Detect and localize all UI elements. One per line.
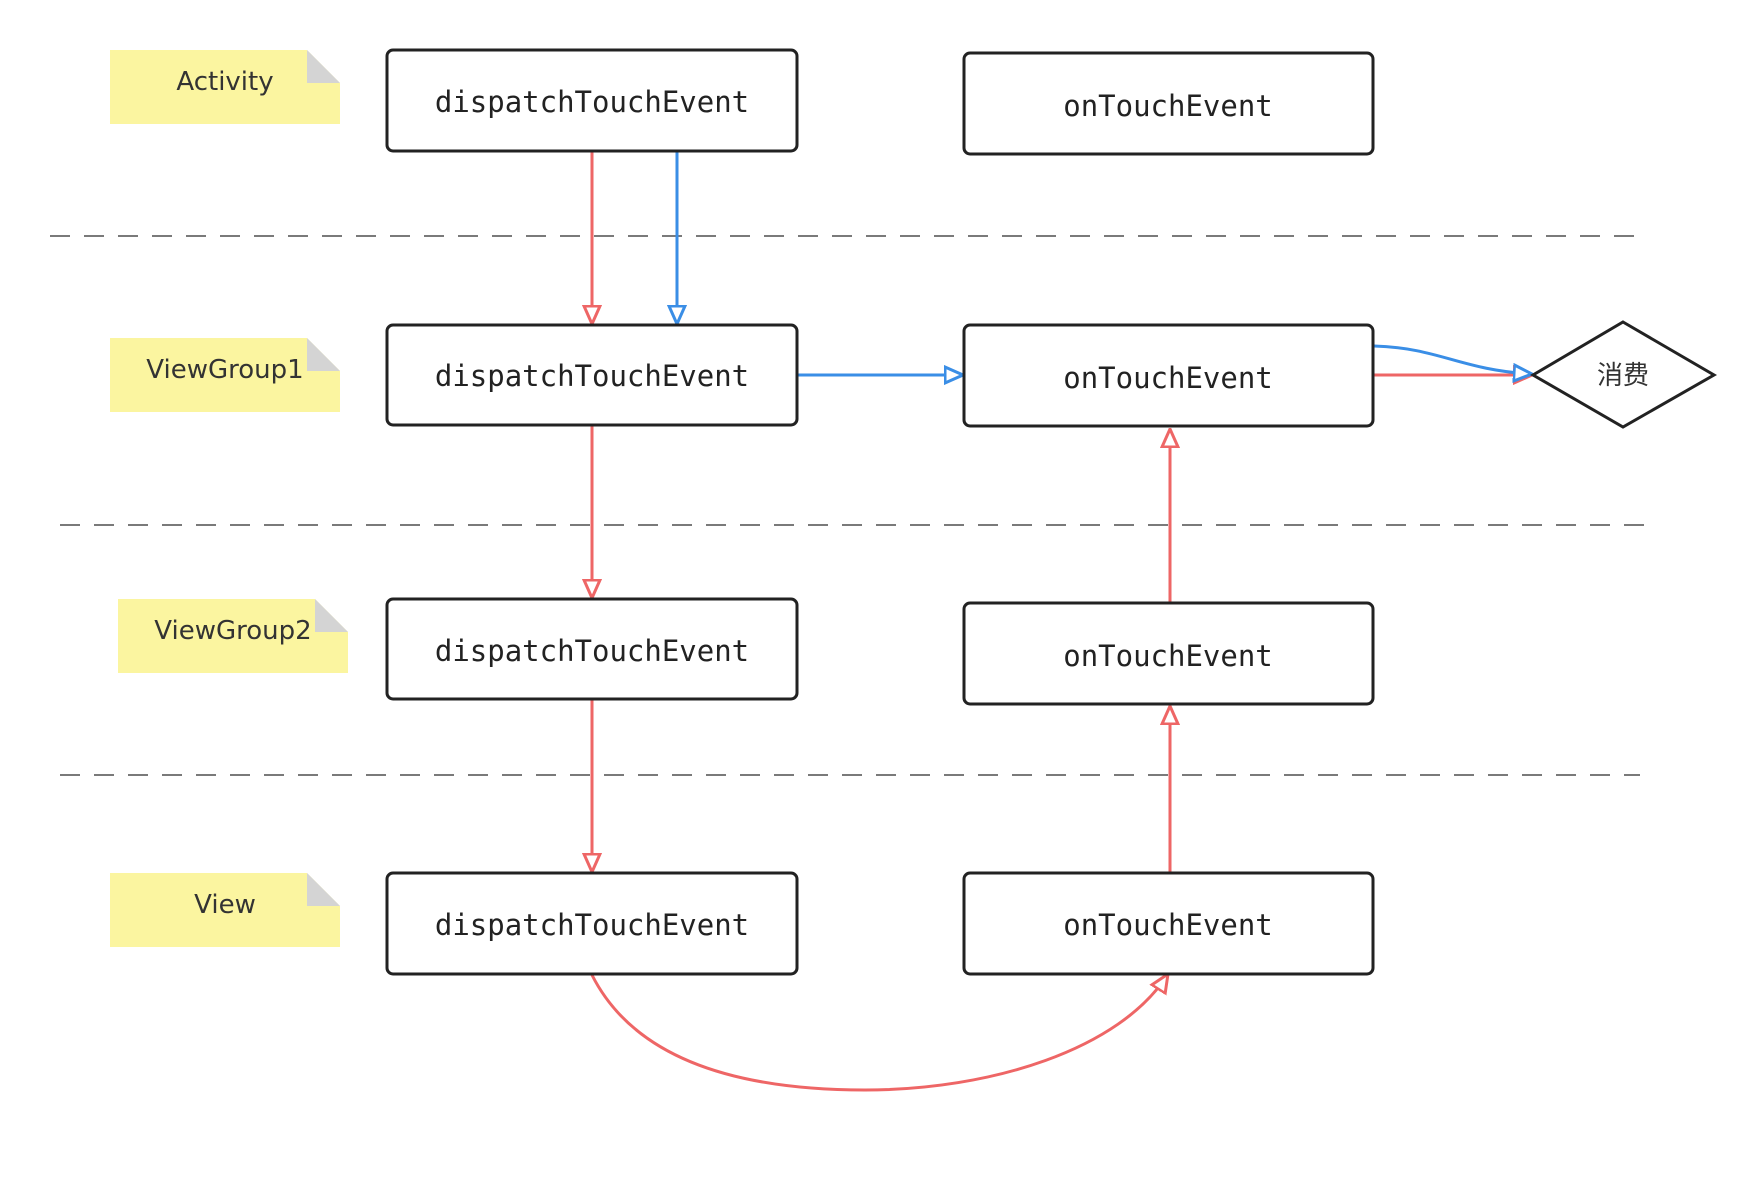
view-dispatch-label: dispatchTouchEvent bbox=[435, 908, 749, 942]
note-activity: Activity bbox=[110, 50, 340, 124]
viewgroup2-dispatch-box bbox=[385, 597, 799, 701]
viewgroup1-ontouch-box bbox=[962, 323, 1375, 428]
note-fold bbox=[307, 50, 340, 83]
layer-separators bbox=[50, 235, 1650, 776]
note-viewgroup2: ViewGroup2 bbox=[118, 599, 348, 673]
note-body bbox=[110, 873, 340, 947]
activity-dispatch-label: dispatchTouchEvent bbox=[435, 85, 749, 119]
activity-ontouch-label: onTouchEvent bbox=[1063, 89, 1273, 123]
activity-ontouch-box bbox=[962, 51, 1375, 156]
view-dispatch-box bbox=[385, 871, 799, 976]
viewgroup2-ontouch-label: onTouchEvent bbox=[1063, 639, 1273, 673]
viewgroup2-dispatch-label: dispatchTouchEvent bbox=[435, 634, 749, 668]
layer-label: ViewGroup2 bbox=[154, 616, 311, 646]
note-body bbox=[110, 50, 340, 124]
note-view: View bbox=[110, 873, 340, 947]
consume-diamond-shape bbox=[1530, 320, 1718, 429]
activity-dispatch-box bbox=[385, 48, 799, 153]
flow-arrows bbox=[590, 152, 1532, 1092]
viewgroup2-ontouch-box bbox=[962, 601, 1375, 706]
note-body bbox=[110, 338, 340, 412]
view-ontouch-label: onTouchEvent bbox=[1063, 908, 1273, 942]
method-boxes: dispatchTouchEvent onTouchEvent dispatch… bbox=[385, 48, 1375, 976]
consume-label: 消费 bbox=[1597, 361, 1649, 391]
layer-label: ViewGroup1 bbox=[146, 355, 303, 385]
view-ontouch-box bbox=[962, 871, 1375, 976]
layer-label: Activity bbox=[176, 67, 273, 97]
consume-diamond: 消费 bbox=[1530, 320, 1718, 429]
note-viewgroup1: ViewGroup1 bbox=[110, 338, 340, 412]
note-fold bbox=[307, 338, 340, 371]
viewgroup1-dispatch-label: dispatchTouchEvent bbox=[435, 359, 749, 393]
blue-curve-to-consume bbox=[1373, 344, 1532, 374]
viewgroup1-dispatch-box bbox=[385, 323, 799, 427]
red-curve-dispatch-to-ontouch bbox=[590, 974, 1168, 1092]
note-body bbox=[118, 599, 348, 673]
layer-label: View bbox=[194, 890, 256, 920]
note-fold bbox=[315, 599, 348, 632]
viewgroup1-ontouch-label: onTouchEvent bbox=[1063, 361, 1273, 395]
note-fold bbox=[307, 873, 340, 906]
